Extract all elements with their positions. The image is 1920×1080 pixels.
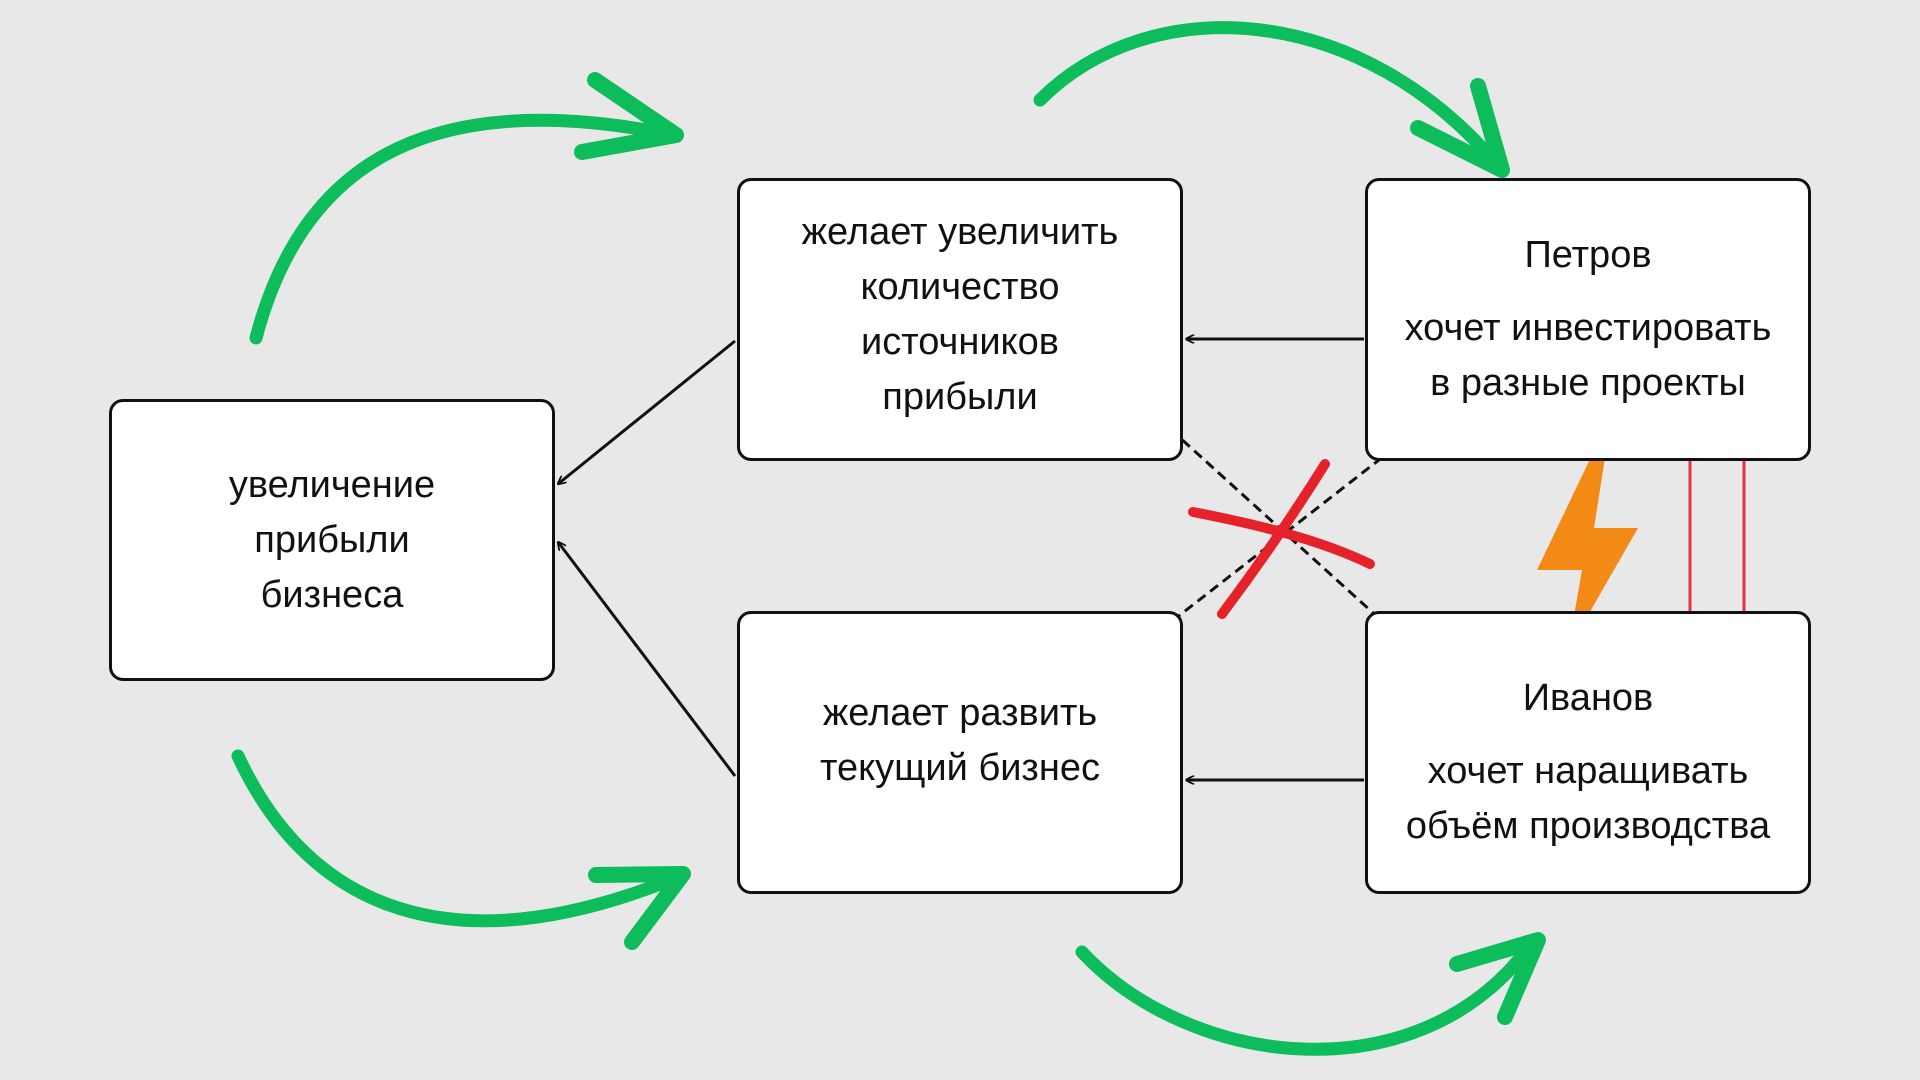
petrov-name: Петров	[1524, 234, 1652, 276]
box-business-profit-growth: увеличение прибыли бизнеса	[109, 399, 555, 681]
box-bottom-line-1: желает развить	[822, 691, 1098, 734]
box-top-text: желает увеличить количество источников п…	[802, 205, 1119, 425]
box-top-line-3: источников	[861, 320, 1059, 363]
box-left-line-1: увеличение	[228, 463, 436, 506]
box-petrov-text: Петров хочет инвестировать в разные прое…	[1405, 228, 1772, 411]
lightning-icon	[1537, 413, 1638, 650]
box-top-line-2: количество	[860, 265, 1060, 308]
arrow-top-to-left	[558, 339, 736, 484]
green-arrow-top-right	[1033, 21, 1510, 178]
box-top-line-1: желает увеличить	[801, 210, 1119, 253]
box-left-line-3: бизнеса	[260, 573, 404, 616]
petrov-line-1: хочет инвестировать	[1404, 307, 1772, 349]
green-arrow-bottom-right	[1075, 932, 1546, 1056]
ivanov-line-2: объём производства	[1405, 805, 1771, 847]
green-arrow-left-bottom	[231, 749, 691, 950]
green-arrow-left-top	[249, 72, 684, 345]
box-top-line-4: прибыли	[882, 375, 1038, 418]
box-petrov: Петров хочет инвестировать в разные прое…	[1365, 178, 1811, 461]
box-bottom-text: желает развить текущий бизнес	[820, 686, 1100, 796]
arrow-bottom-to-left	[558, 542, 737, 777]
red-cross-icon	[1188, 459, 1375, 619]
box-increase-income-sources: желает увеличить количество источников п…	[737, 178, 1183, 461]
box-left-text: увеличение прибыли бизнеса	[229, 458, 435, 623]
box-ivanov: Иванов хочет наращивать объём производст…	[1365, 611, 1811, 894]
box-left-line-2: прибыли	[254, 518, 410, 561]
petrov-line-2: в разные проекты	[1430, 362, 1746, 404]
ivanov-line-1: хочет наращивать	[1427, 750, 1749, 792]
box-ivanov-text: Иванов хочет наращивать объём производст…	[1406, 671, 1770, 854]
box-bottom-line-2: текущий бизнес	[820, 746, 1100, 789]
box-develop-current-business: желает развить текущий бизнес	[737, 611, 1183, 894]
ivanov-name: Иванов	[1522, 677, 1654, 719]
